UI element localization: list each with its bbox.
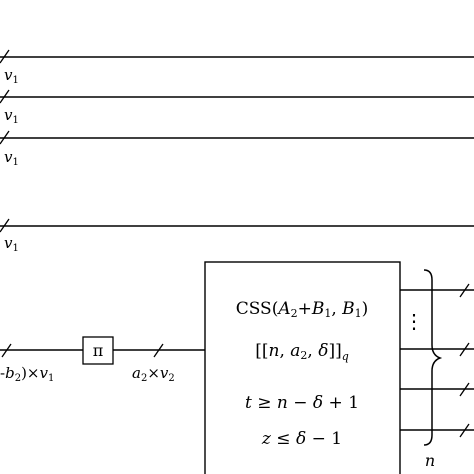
output-slash-2 <box>459 342 470 357</box>
permutation-label: π <box>93 341 104 360</box>
wire-1-label: v1 <box>4 66 19 86</box>
output-slash-3 <box>459 382 470 397</box>
wire-1: v1 <box>0 49 474 86</box>
wire-2-label: v1 <box>4 106 19 126</box>
curly-brace <box>423 269 443 446</box>
css-title: CSS(A2+B1, B1) <box>236 299 369 320</box>
wire-1-slash <box>0 49 10 64</box>
css-code-box: CSS(A2+B1, B1) [[n, a2, δ]]q t ≥ n − δ +… <box>204 261 401 474</box>
wire-3: v1 <box>0 130 474 168</box>
wire-3-slash <box>0 130 10 145</box>
wire-4-label: v1 <box>4 234 19 254</box>
a2v2-label: a2×v2 <box>132 364 175 384</box>
lower-left-label: -b2)×v1 <box>0 364 54 384</box>
n-label: n <box>425 451 435 470</box>
css-z-bound: z ≤ δ − 1 <box>261 429 342 449</box>
wire-4-slash <box>0 218 10 233</box>
wire-4: v1 <box>0 218 474 254</box>
css-t-bound: t ≥ n − δ + 1 <box>245 393 359 413</box>
ellipsis-icon: ⋮ <box>404 309 424 333</box>
permutation-box: π <box>82 336 114 365</box>
output-wires <box>400 283 474 438</box>
wire-2-slash <box>0 89 10 104</box>
lower-wire: -b2)×v1 a2×v2 <box>0 343 205 384</box>
lower-wire-slash-left <box>1 343 12 358</box>
css-params: [[n, a2, δ]]q <box>255 341 349 363</box>
wire-3-label: v1 <box>4 148 19 168</box>
lower-wire-slash-right <box>153 343 164 358</box>
wire-2: v1 <box>0 89 474 126</box>
output-slash-1 <box>459 283 470 298</box>
output-slash-4 <box>459 423 470 438</box>
